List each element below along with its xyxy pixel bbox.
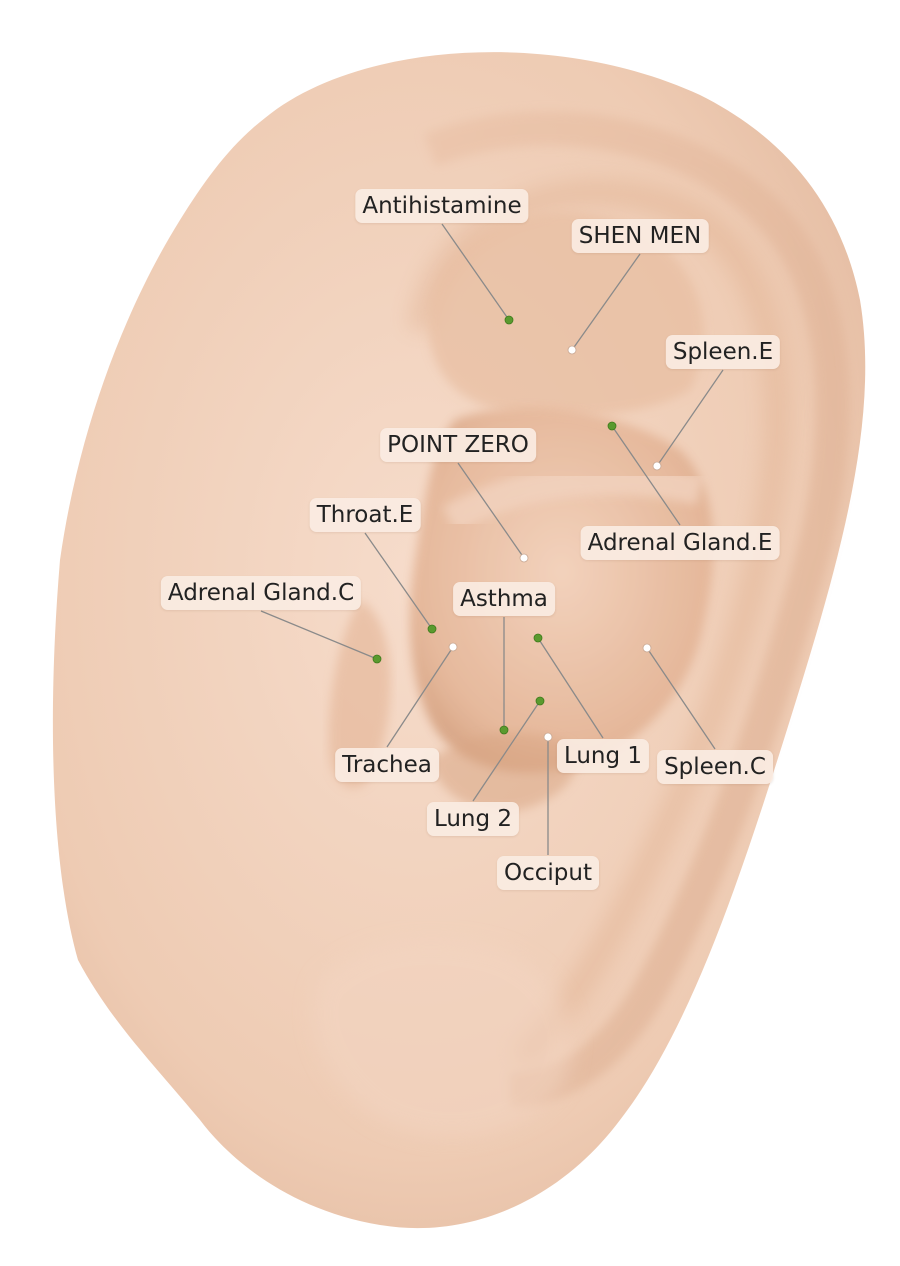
point-marker-spleen-c (642, 643, 652, 653)
helix-crus (442, 465, 704, 534)
point-marker-asthma (499, 725, 509, 735)
point-marker-occiput (543, 732, 553, 742)
point-marker-trachea (448, 642, 458, 652)
leader-line-adrenal-gland-e (611, 425, 681, 526)
label-antihistamine: Antihistamine (355, 189, 529, 223)
label-spleen-e: Spleen.E (665, 335, 781, 369)
point-markers (372, 315, 662, 742)
intertragic-notch (430, 733, 577, 811)
leader-line-point-zero (457, 462, 525, 559)
point-marker-point-zero (519, 553, 529, 563)
tragus (328, 600, 391, 789)
helix-rim (423, 111, 850, 1107)
leader-line-throat-e (364, 532, 433, 630)
leader-line-spleen-c (646, 647, 716, 750)
triangular-fossa (428, 212, 704, 416)
earlobe (313, 940, 572, 1137)
label-occiput: Occiput (497, 856, 599, 890)
label-point-zero: POINT ZERO (380, 428, 536, 462)
label-throat-e: Throat.E (309, 498, 421, 532)
label-trachea: Trachea (335, 748, 439, 782)
label-spleen-c: Spleen.C (657, 750, 773, 784)
point-marker-antihistamine (504, 315, 514, 325)
point-marker-spleen-e (652, 461, 662, 471)
point-marker-adrenal-gland-c (372, 654, 382, 664)
leader-line-lung-2 (472, 700, 541, 802)
point-marker-adrenal-gland-e (607, 421, 617, 431)
label-lung-2: Lung 2 (426, 802, 520, 836)
leader-lines (260, 223, 724, 855)
leader-line-lung-1 (537, 637, 604, 739)
point-marker-lung-1 (533, 633, 543, 643)
leader-line-antihistamine (441, 223, 510, 321)
leader-line-adrenal-gland-c (260, 610, 378, 660)
label-asthma: Asthma (453, 582, 555, 616)
leader-line-trachea (386, 646, 454, 748)
point-marker-shen-men (567, 345, 577, 355)
label-adrenal-gland-e: Adrenal Gland.E (580, 526, 780, 560)
label-lung-1: Lung 1 (556, 739, 650, 773)
label-adrenal-gland-c: Adrenal Gland.C (160, 576, 362, 610)
point-marker-throat-e (427, 624, 437, 634)
antihelix-fold (407, 179, 791, 1070)
point-marker-lung-2 (535, 696, 545, 706)
leader-line-shen-men (571, 253, 641, 351)
label-shen-men: SHEN MEN (571, 219, 709, 253)
leader-line-spleen-e (656, 369, 724, 467)
